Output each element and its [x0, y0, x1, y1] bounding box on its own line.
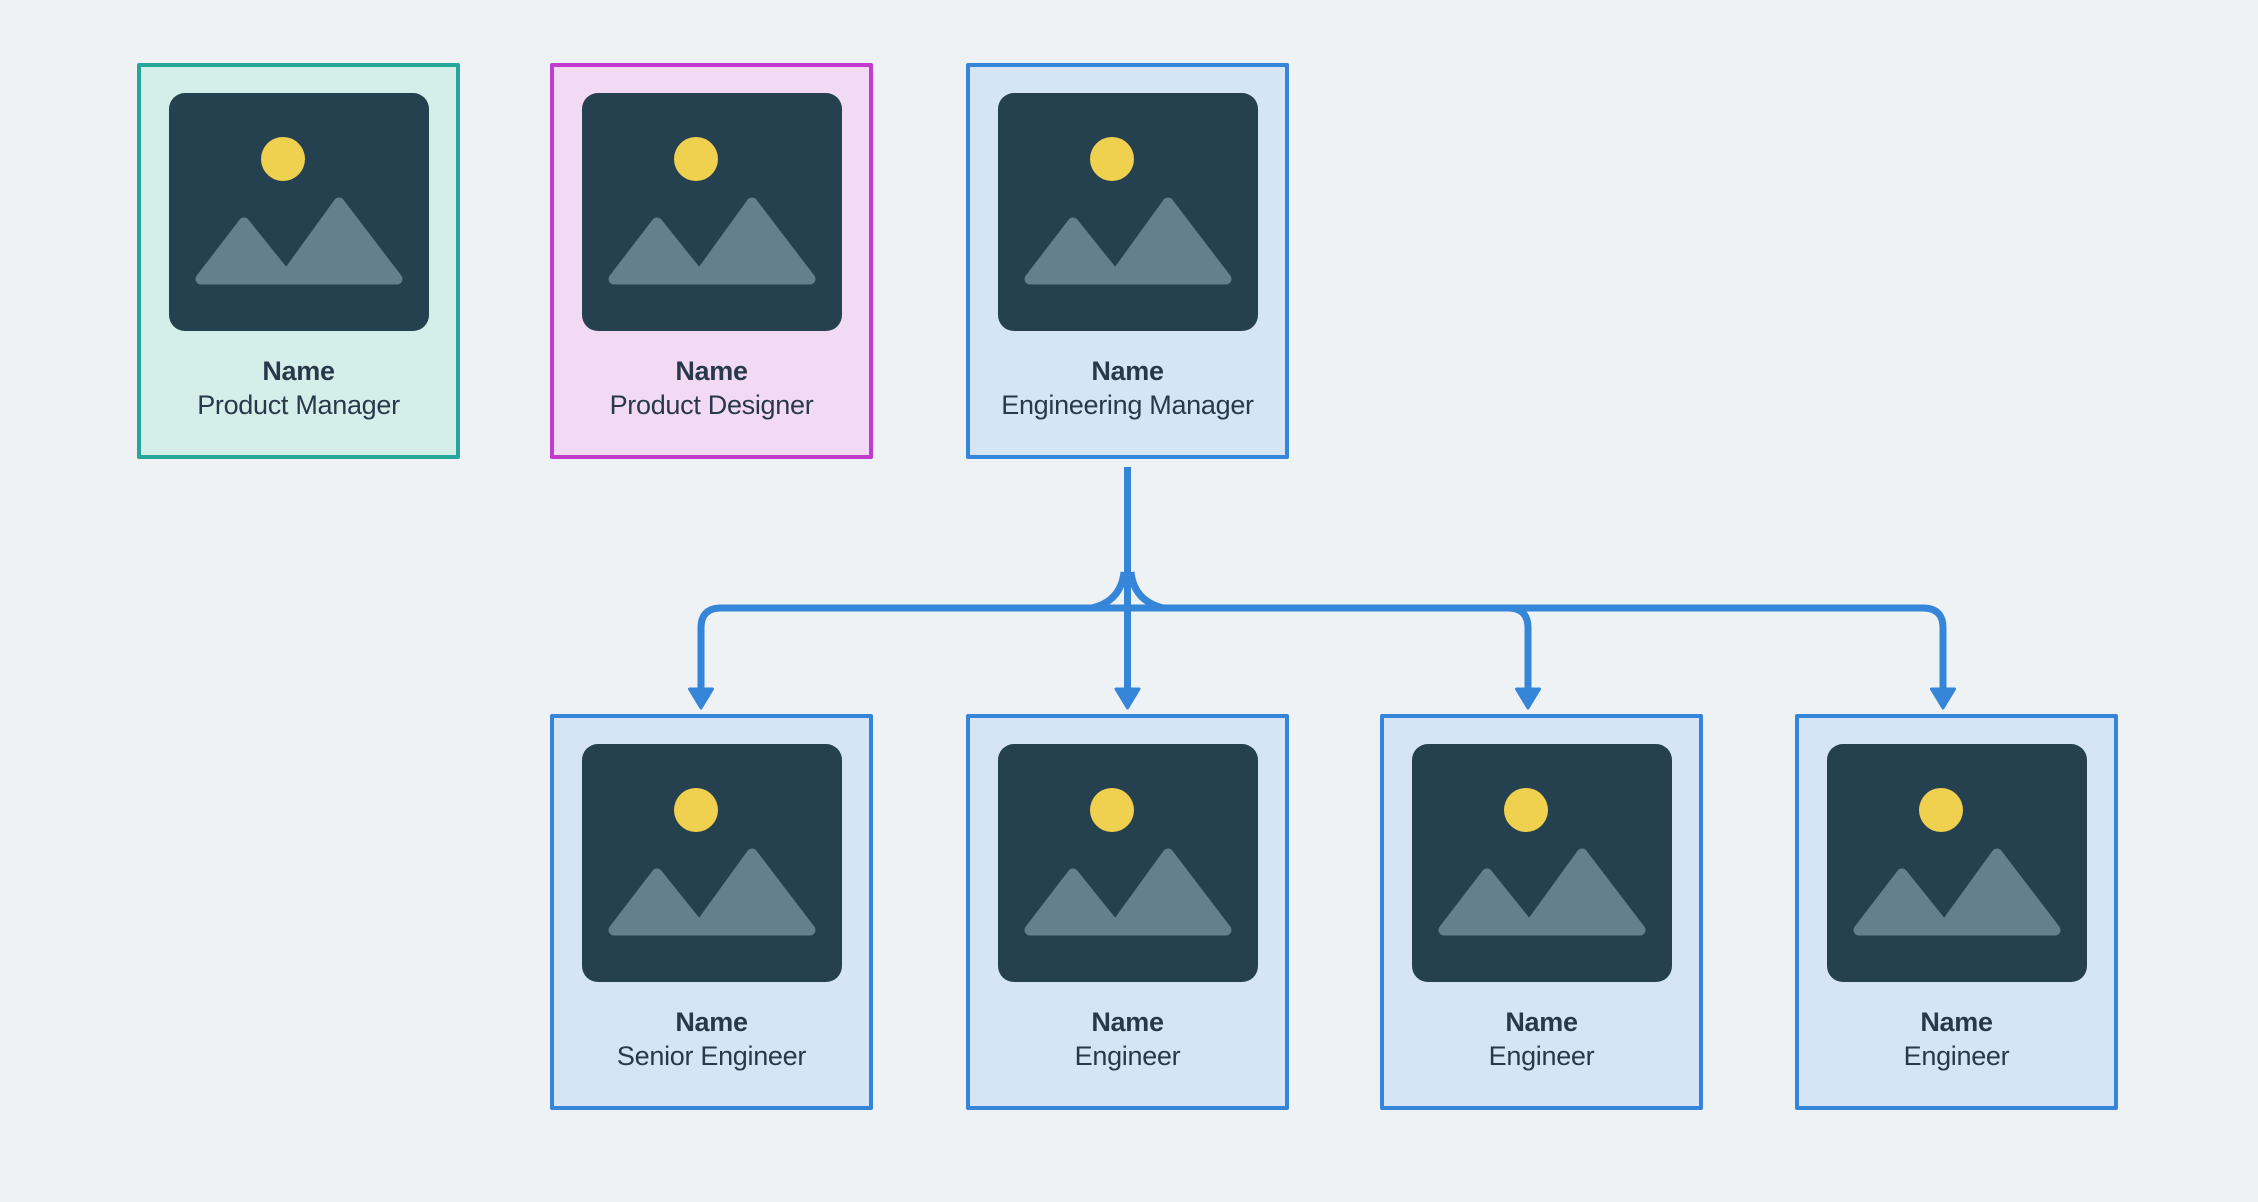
person-card-engineer-1[interactable]: Name Engineer — [966, 714, 1289, 1110]
arrowhead-icon — [1515, 687, 1541, 710]
image-placeholder-icon — [997, 93, 1258, 331]
arrowhead-icon — [688, 687, 714, 710]
connector-fillet-right — [1127, 571, 1164, 612]
person-name: Name — [1091, 356, 1164, 386]
person-card-product-designer[interactable]: Name Product Designer — [550, 63, 873, 459]
person-name: Name — [262, 356, 335, 386]
arrowhead-icon — [1930, 687, 1956, 710]
person-role: Engineering Manager — [1001, 390, 1254, 420]
person-name: Name — [675, 1007, 748, 1037]
arrowhead-icon — [1114, 687, 1141, 710]
person-name: Name — [1505, 1007, 1578, 1037]
image-placeholder-icon — [581, 93, 842, 331]
person-card-engineering-manager[interactable]: Name Engineering Manager — [966, 63, 1289, 459]
image-placeholder-icon — [1411, 744, 1672, 982]
person-role: Senior Engineer — [616, 1041, 807, 1071]
person-card-senior-engineer[interactable]: Name Senior Engineer — [550, 714, 873, 1110]
person-card-engineer-3[interactable]: Name Engineer — [1795, 714, 2118, 1110]
connector-fillet-left — [1091, 571, 1128, 612]
person-name: Name — [1091, 1007, 1164, 1037]
image-placeholder-icon — [1826, 744, 2087, 982]
person-role: Product Manager — [197, 390, 400, 420]
image-placeholder-icon — [581, 744, 842, 982]
person-role: Product Designer — [609, 390, 814, 420]
connector-branch — [1507, 604, 1532, 690]
person-card-product-manager[interactable]: Name Product Manager — [137, 63, 460, 459]
person-name: Name — [1920, 1007, 1993, 1037]
person-role: Engineer — [1903, 1041, 2010, 1071]
connector-horizontal — [697, 604, 1947, 690]
person-role: Engineer — [1488, 1041, 1595, 1071]
person-role: Engineer — [1074, 1041, 1181, 1071]
image-placeholder-icon — [168, 93, 429, 331]
person-card-engineer-2[interactable]: Name Engineer — [1380, 714, 1703, 1110]
image-placeholder-icon — [997, 744, 1258, 982]
person-name: Name — [675, 356, 748, 386]
